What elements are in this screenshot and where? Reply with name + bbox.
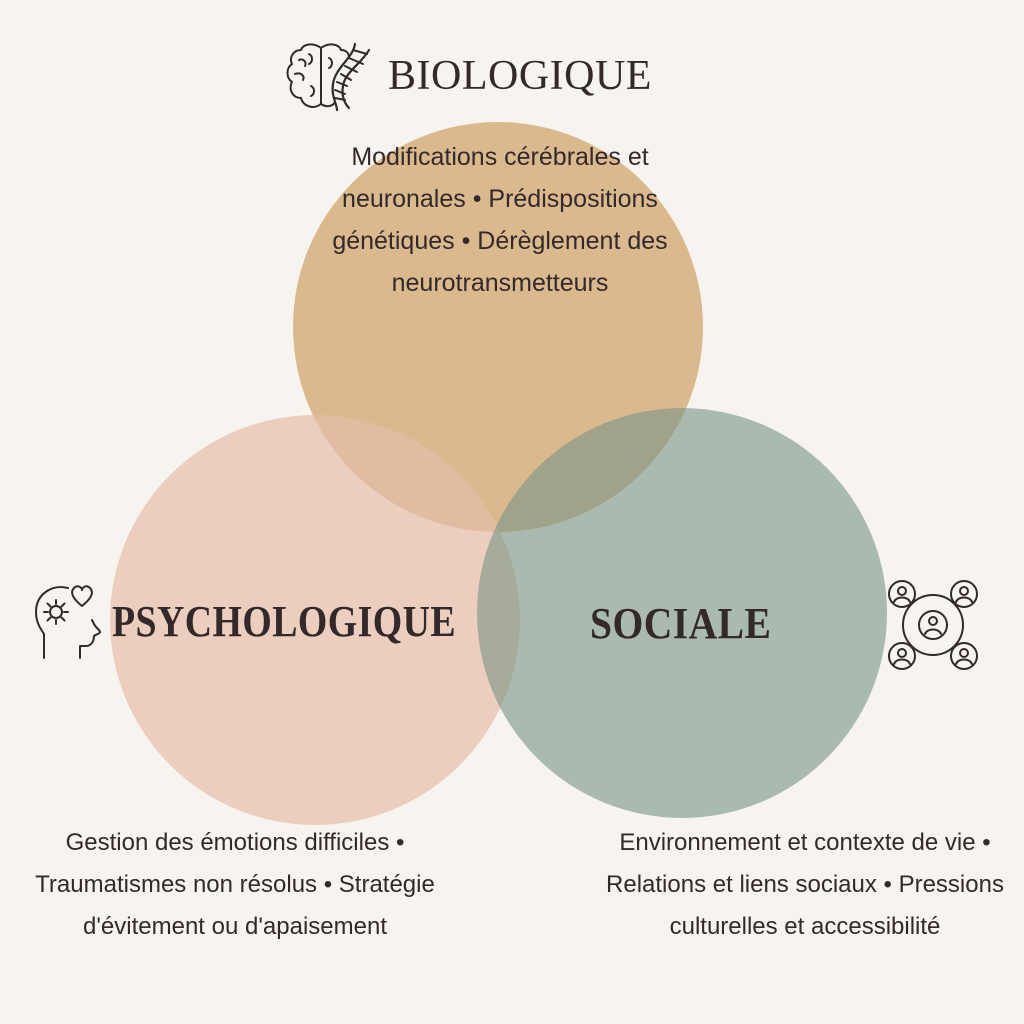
venn-circle-sociale: [477, 408, 887, 818]
title-biologique: BIOLOGIQUE: [388, 53, 652, 99]
description-sociale: Environnement et contexte de vie • Relat…: [606, 829, 1004, 940]
title-psychologique: PSYCHOLOGIQUE: [112, 597, 457, 646]
brain-dna-icon: [286, 42, 371, 112]
venn-circle-psychologique: [110, 415, 520, 825]
title-sociale: SOCIALE: [590, 599, 772, 648]
people-network-icon: [888, 580, 978, 670]
description-psychologique: Gestion des émotions difficiles • Trauma…: [35, 829, 435, 940]
head-gear-heart-icon: [35, 585, 101, 659]
description-biologique: Modifications cérébrales et neuronales •…: [332, 143, 668, 297]
